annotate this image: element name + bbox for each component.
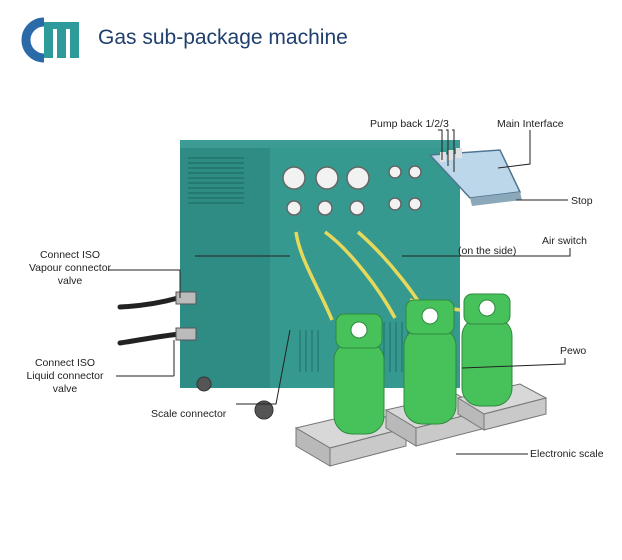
liquid-line-2: Liquid connector: [26, 370, 104, 382]
pressure-gauges: [282, 165, 422, 216]
pump-back-label: Pump back 1/2/3: [370, 118, 449, 130]
caster-wheels: [196, 376, 274, 420]
iso-connectors: [117, 295, 183, 346]
electronic-scale-label: Electronic scale: [530, 448, 604, 460]
liquid-connector-label: Connect ISO Liquid connector valve: [14, 357, 116, 396]
vapour-line-3: valve: [57, 275, 83, 287]
scale-connector-label: Scale connector: [151, 408, 227, 420]
brand-logo: [21, 17, 79, 63]
liquid-line-1: Connect ISO: [34, 357, 96, 369]
page-title: Gas sub-package machine: [98, 26, 348, 49]
main-interface-label: Main Interface: [497, 118, 564, 130]
air-switch-label: Air switch: [542, 235, 587, 247]
vapour-line-2: Vapour connector: [28, 262, 112, 274]
air-switch-note: (on the side): [458, 245, 517, 257]
gas-cylinders: [333, 293, 513, 435]
cylinder-tag-label: Pewo: [560, 345, 587, 357]
main-interface-panel: [428, 148, 522, 206]
liquid-line-3: valve: [52, 383, 78, 395]
vapour-line-1: Connect ISO: [39, 249, 101, 261]
vapour-connector-label: Connect ISO Vapour connector valve: [24, 249, 116, 288]
callout-lines: [108, 129, 571, 455]
stop-label: Stop: [571, 195, 593, 207]
